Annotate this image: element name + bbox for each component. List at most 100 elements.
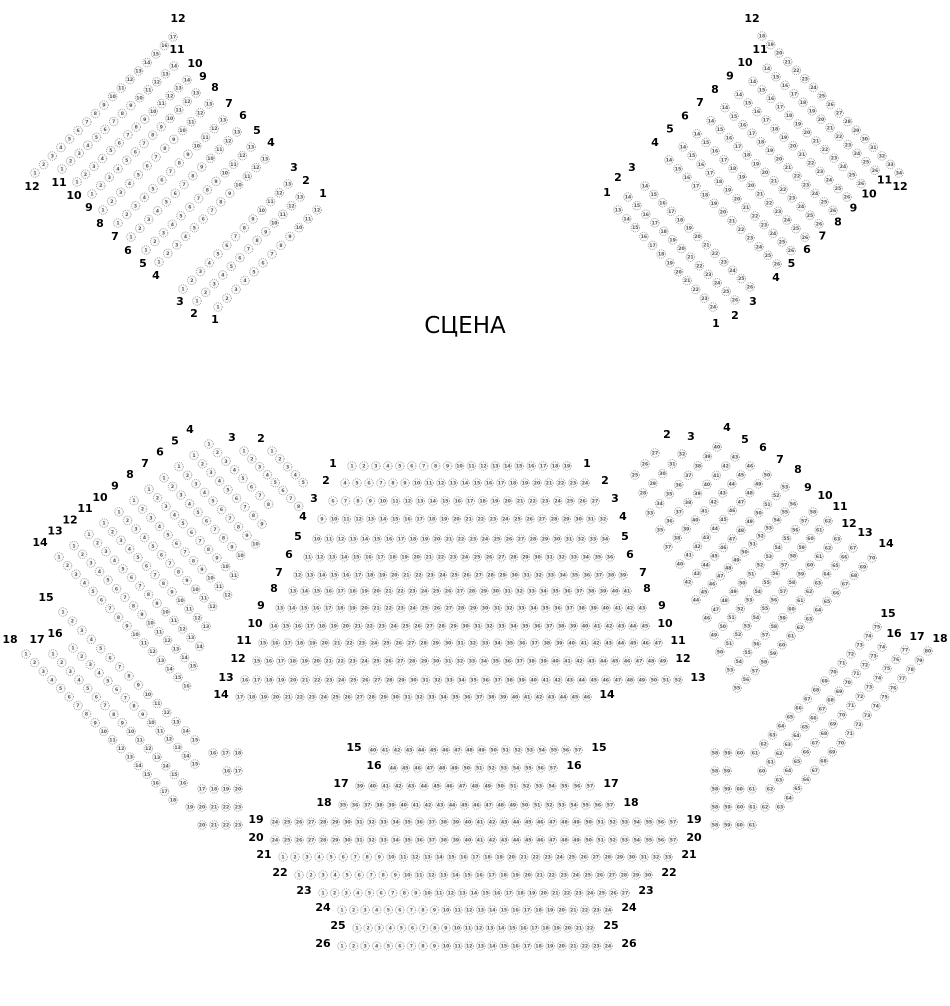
seat[interactable]: 23	[233, 802, 243, 812]
seat[interactable]: 7	[376, 478, 386, 488]
seat-circle[interactable]	[800, 232, 810, 242]
seat-circle[interactable]	[747, 128, 757, 139]
seat[interactable]: 25	[763, 250, 773, 261]
seat[interactable]: 17	[375, 552, 386, 562]
seat[interactable]: 65	[830, 560, 841, 571]
seat[interactable]: 55	[761, 577, 772, 588]
seat[interactable]: 40	[368, 781, 378, 791]
seat[interactable]: 44	[511, 835, 521, 845]
seat[interactable]: 11	[242, 171, 253, 181]
seat[interactable]: 30	[573, 514, 584, 524]
seat[interactable]: 27	[306, 817, 316, 827]
seat[interactable]: 18	[209, 784, 219, 794]
seat[interactable]: 21	[811, 136, 821, 146]
seat[interactable]: 11	[390, 496, 401, 506]
seat[interactable]: 70	[867, 553, 877, 563]
seat[interactable]: 2	[76, 651, 87, 662]
seat-circle[interactable]	[99, 100, 109, 110]
seat[interactable]: 11	[173, 105, 184, 115]
seat[interactable]: 20	[197, 802, 207, 812]
seat-circle[interactable]	[805, 210, 815, 220]
seat[interactable]: 7	[255, 490, 265, 501]
seat[interactable]: 8	[202, 185, 213, 195]
seat[interactable]: 5	[148, 541, 158, 551]
seat[interactable]: 36	[350, 800, 360, 810]
seat-circle[interactable]	[718, 207, 728, 217]
seat[interactable]: 51	[595, 835, 606, 845]
seat-circle[interactable]	[121, 155, 132, 166]
seat-circle[interactable]	[736, 224, 746, 235]
seat-circle[interactable]	[295, 192, 305, 202]
seat[interactable]: 19	[545, 905, 555, 915]
seat-circle[interactable]	[191, 88, 201, 98]
seat[interactable]: 20	[411, 552, 422, 562]
seat[interactable]: 17	[522, 905, 532, 915]
seat[interactable]: 29	[631, 870, 641, 880]
seat-circle[interactable]	[765, 39, 776, 50]
seat[interactable]: 24	[270, 817, 280, 827]
seat[interactable]: 14	[496, 923, 506, 933]
seat[interactable]: 45	[431, 781, 442, 791]
seat[interactable]: 49	[637, 675, 647, 685]
seat[interactable]: 16	[526, 461, 536, 471]
seat-circle[interactable]	[80, 169, 91, 179]
seat[interactable]: 25	[583, 870, 593, 880]
seat[interactable]: 67	[848, 543, 858, 553]
seat[interactable]: 18	[770, 123, 780, 134]
seat[interactable]: 9	[196, 162, 207, 172]
seat[interactable]: 48	[736, 525, 746, 535]
seat[interactable]: 25	[805, 210, 815, 220]
seat-circle[interactable]	[260, 226, 271, 237]
seat[interactable]: 11	[463, 923, 473, 933]
seat[interactable]: 39	[355, 781, 365, 791]
seat[interactable]: 8	[174, 158, 185, 168]
seat[interactable]: 15	[151, 49, 161, 59]
seat[interactable]: 16	[518, 923, 529, 933]
seat[interactable]: 6	[395, 941, 405, 951]
seat[interactable]: 10	[294, 222, 304, 233]
seat[interactable]: 5	[342, 870, 352, 880]
seat[interactable]: 1	[144, 484, 154, 494]
seat[interactable]: 14	[640, 181, 650, 191]
seat[interactable]: 65	[785, 712, 795, 722]
seat[interactable]: 14	[142, 57, 152, 68]
seat-circle[interactable]	[200, 287, 211, 298]
seat[interactable]: 13	[457, 888, 468, 898]
seat[interactable]: 24	[359, 656, 370, 666]
seat-circle[interactable]	[174, 158, 185, 168]
seat[interactable]: 38	[576, 603, 587, 613]
seat-circle[interactable]	[260, 154, 270, 164]
seat[interactable]: 8	[147, 130, 158, 140]
seat[interactable]: 17	[305, 621, 315, 631]
seat-circle[interactable]	[743, 98, 753, 108]
seat-circle[interactable]	[658, 226, 669, 237]
seat[interactable]: 57	[760, 630, 770, 640]
seat[interactable]: 10	[412, 478, 422, 488]
seat[interactable]: 1	[58, 607, 68, 617]
seat[interactable]: 16	[657, 198, 668, 208]
seat-circle[interactable]	[209, 123, 220, 134]
seat-circle[interactable]	[124, 178, 135, 189]
seat[interactable]: 44	[511, 817, 521, 827]
seat[interactable]: 32	[514, 586, 525, 596]
seat[interactable]: 15	[142, 769, 152, 779]
seat[interactable]: 16	[641, 209, 651, 219]
seat[interactable]: 1	[68, 643, 78, 653]
seat[interactable]: 21	[783, 162, 793, 173]
seat[interactable]: 19	[545, 941, 555, 951]
seat[interactable]: 44	[416, 745, 426, 755]
seat[interactable]: 19	[562, 461, 572, 471]
seat[interactable]: 33	[378, 835, 389, 845]
seat-circle[interactable]	[774, 154, 784, 164]
seat[interactable]: 4	[218, 270, 228, 280]
seat[interactable]: 17	[323, 603, 334, 613]
seat-circle[interactable]	[798, 97, 808, 108]
seat-circle[interactable]	[151, 49, 161, 59]
seat-circle[interactable]	[752, 106, 762, 117]
seat[interactable]: 7	[165, 166, 176, 177]
seat[interactable]: 27	[590, 496, 600, 506]
seat[interactable]: 41	[522, 692, 532, 702]
seat[interactable]: 67	[810, 737, 820, 748]
seat[interactable]: 8	[90, 108, 101, 119]
seat[interactable]: 6	[130, 147, 141, 157]
